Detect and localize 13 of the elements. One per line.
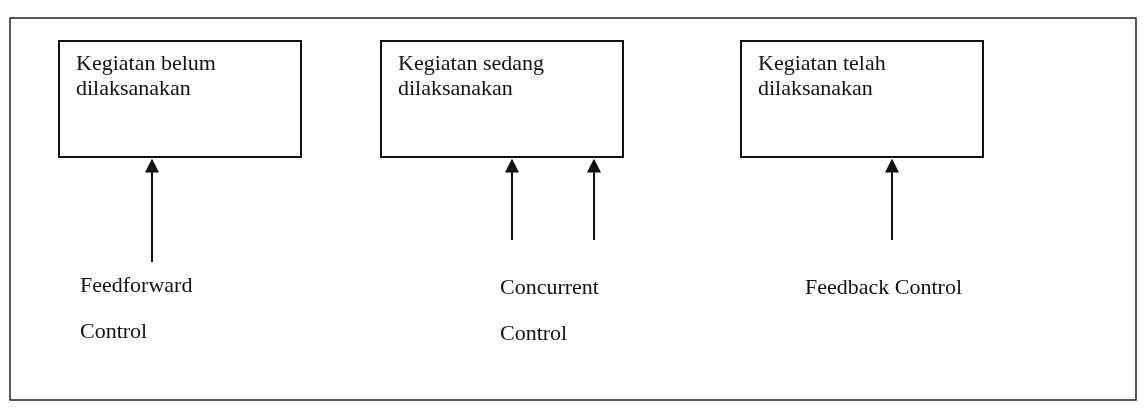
control-label: Feedforward Control xyxy=(80,271,194,345)
arrow xyxy=(145,158,159,263)
box-label: Kegiatan telah dilaksanakan xyxy=(758,50,887,100)
arrow xyxy=(505,158,519,241)
control-label: Feedback Control xyxy=(805,273,964,301)
arrow xyxy=(587,158,601,241)
arrow xyxy=(885,158,899,241)
activity-box xyxy=(380,40,624,158)
activity-box xyxy=(740,40,984,158)
box-label: Kegiatan belum dilaksanakan xyxy=(76,50,217,100)
box-label: Kegiatan sedang dilaksanakan xyxy=(398,50,545,100)
control-label: Concurrent Control xyxy=(500,273,600,347)
activity-box xyxy=(58,40,302,158)
